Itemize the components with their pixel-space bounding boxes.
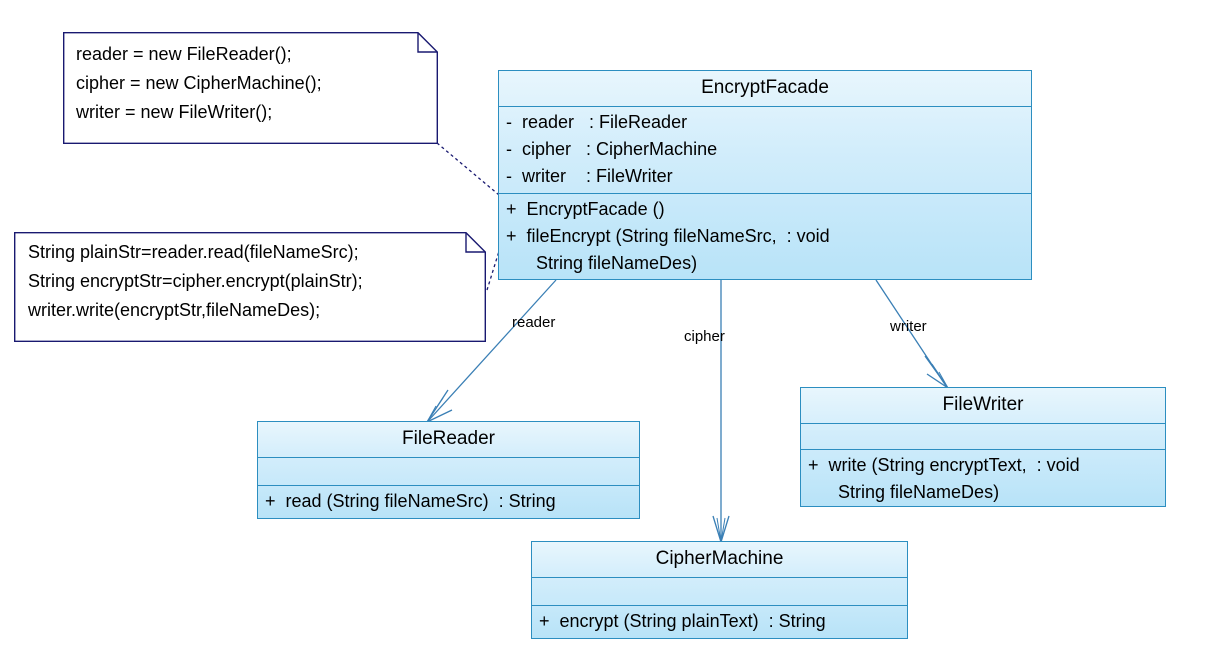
note-fileencrypt-line-1: String plainStr=reader.read(fileNameSrc)… (28, 242, 359, 262)
operation-write-continued: String fileNameDes) (808, 481, 1000, 502)
class-title-cipher-machine: CipherMachine (655, 548, 784, 569)
note-constructor-line-3: writer = new FileWriter(); (76, 102, 273, 122)
association-line-cipher (712, 280, 730, 545)
note-fileencrypt-line-3: writer.write(encryptStr,fileNameDes); (28, 300, 321, 320)
association-label-cipher: cipher (684, 328, 725, 345)
operation-write: + write (String encryptText, : void (808, 454, 1080, 475)
operation-constructor: + EncryptFacade () (506, 198, 665, 219)
class-box-file-writer[interactable]: FileWriter + write (String encryptText, … (800, 387, 1166, 507)
class-attributes-compartment: - reader : FileReader - cipher : CipherM… (499, 107, 1031, 194)
class-box-cipher-machine[interactable]: CipherMachine + encrypt (String plainTex… (531, 541, 908, 639)
class-box-encrypt-facade[interactable]: EncryptFacade - reader : FileReader - ci… (498, 70, 1032, 280)
class-attributes-compartment (801, 424, 1165, 450)
note-anchor-constructor (436, 142, 506, 201)
class-attributes-compartment (258, 458, 639, 486)
class-operations-compartment: + write (String encryptText, : void Stri… (801, 450, 1165, 510)
attribute-cipher: - cipher : CipherMachine (506, 138, 718, 159)
note-shape-icon (14, 232, 486, 342)
note-fileencrypt: String plainStr=reader.read(fileNameSrc)… (14, 232, 486, 342)
class-title-file-writer: FileWriter (942, 394, 1024, 415)
class-name-compartment: EncryptFacade (499, 71, 1031, 107)
association-label-writer: writer (890, 318, 927, 335)
attribute-writer: - writer : FileWriter (506, 165, 673, 186)
class-title-encrypt-facade: EncryptFacade (701, 77, 829, 98)
class-name-compartment: FileReader (258, 422, 639, 458)
class-operations-compartment: + read (String fileNameSrc) : String (258, 486, 639, 519)
class-operations-compartment: + EncryptFacade () + fileEncrypt (String… (499, 194, 1031, 281)
class-operations-compartment: + encrypt (String plainText) : String (532, 606, 907, 639)
class-title-file-reader: FileReader (402, 428, 495, 449)
note-shape-icon (63, 32, 438, 144)
operation-read: + read (String fileNameSrc) : String (265, 490, 556, 511)
operation-file-encrypt: + fileEncrypt (String fileNameSrc, : voi… (506, 225, 830, 246)
class-box-file-reader[interactable]: FileReader + read (String fileNameSrc) :… (257, 421, 640, 519)
note-fileencrypt-line-2: String encryptStr=cipher.encrypt(plainSt… (28, 271, 363, 291)
operation-encrypt: + encrypt (String plainText) : String (539, 610, 826, 631)
note-constructor-line-2: cipher = new CipherMachine(); (76, 73, 322, 93)
class-name-compartment: CipherMachine (532, 542, 907, 578)
note-constructor: reader = new FileReader(); cipher = new … (63, 32, 438, 144)
operation-file-encrypt-continued: String fileNameDes) (506, 252, 698, 273)
class-name-compartment: FileWriter (801, 388, 1165, 424)
class-attributes-compartment (532, 578, 907, 606)
note-constructor-line-1: reader = new FileReader(); (76, 44, 292, 64)
attribute-reader: - reader : FileReader (506, 111, 688, 132)
association-label-reader: reader (512, 314, 556, 331)
